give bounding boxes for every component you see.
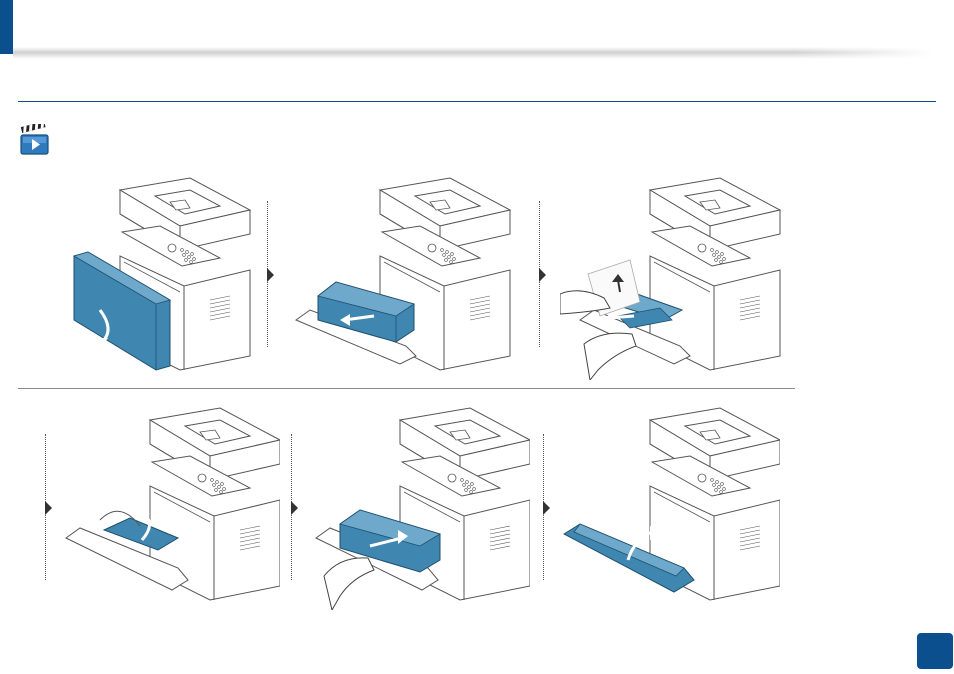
step-illustration-insert-toner <box>310 400 530 610</box>
page-number-badge <box>917 633 953 669</box>
step-arrow <box>539 268 546 282</box>
video-clapperboard-icon[interactable] <box>18 124 52 156</box>
section-rule <box>18 101 936 102</box>
step-arrow <box>291 501 298 515</box>
step-illustration-remove-toner <box>290 170 520 380</box>
header-rule <box>13 47 933 59</box>
step-arrow <box>543 501 550 515</box>
step-illustration-close-guide <box>60 400 280 610</box>
step-illustration-open-tray <box>60 170 260 380</box>
chapter-tab <box>0 0 13 54</box>
row-divider <box>18 388 795 389</box>
step-illustration-pull-jammed-paper <box>560 170 790 380</box>
step-arrow <box>45 501 52 515</box>
step-arrow <box>267 268 274 282</box>
step-illustration-close-cover <box>560 400 780 610</box>
